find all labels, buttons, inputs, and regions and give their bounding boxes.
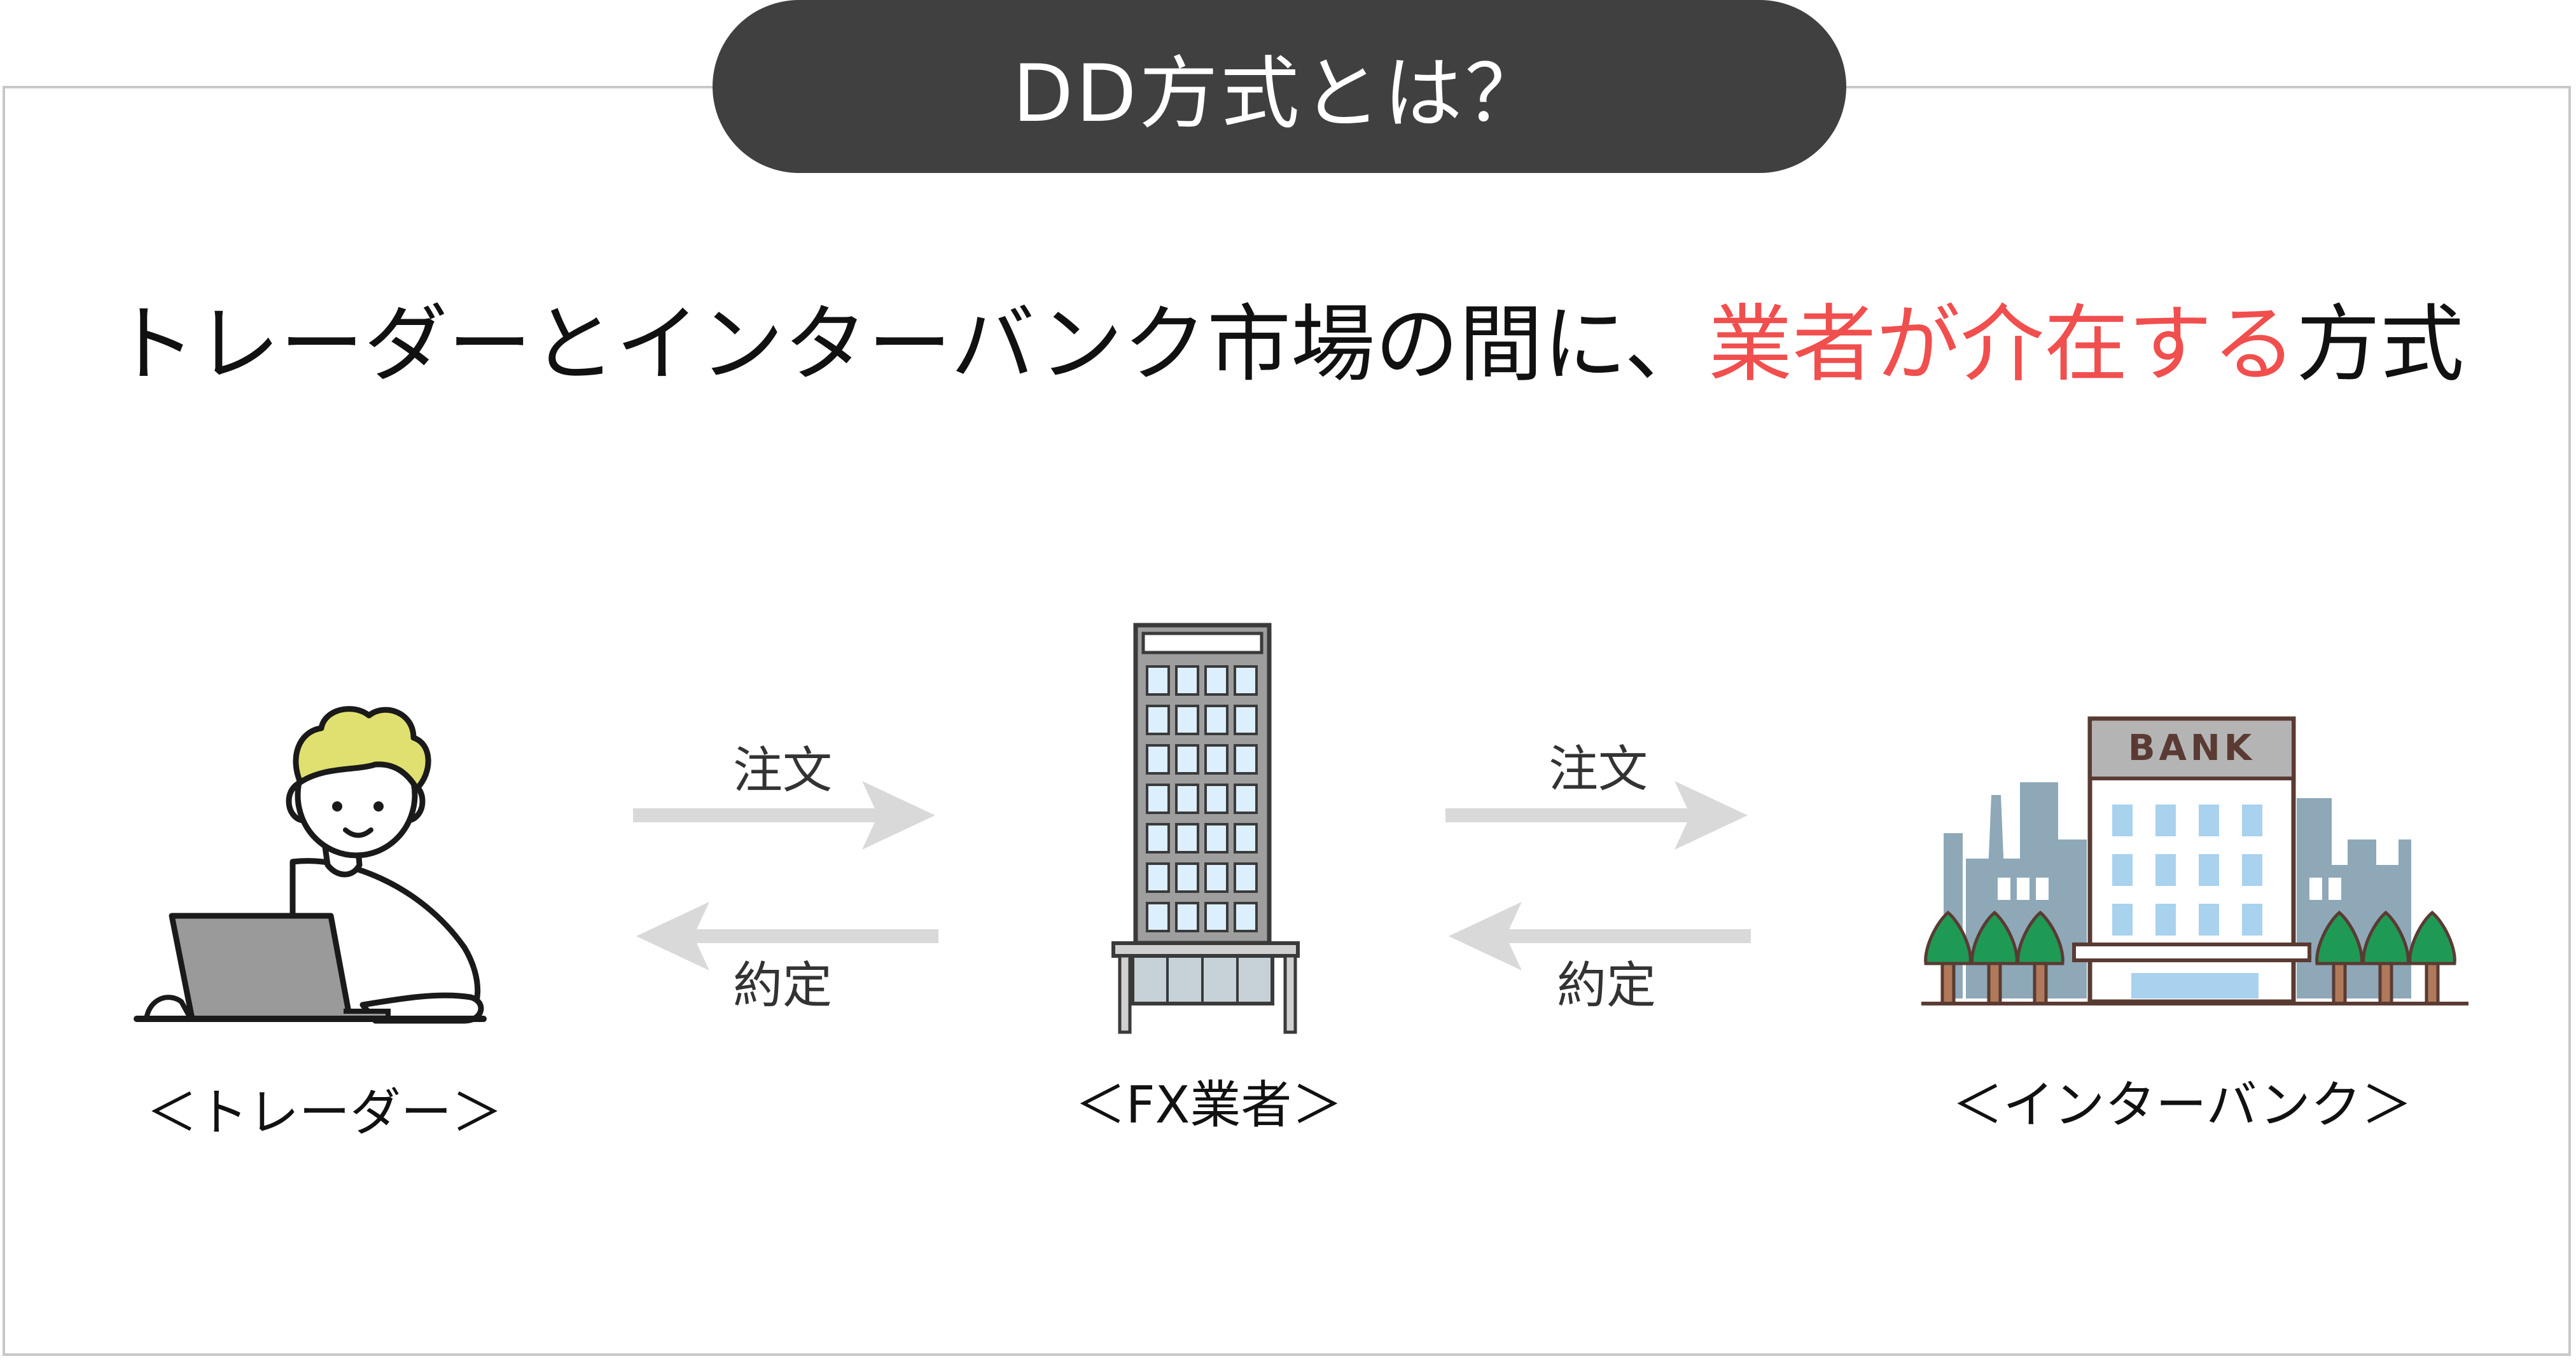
tower-window	[1234, 823, 1258, 853]
tower-window	[1146, 744, 1170, 775]
bank-window	[2199, 904, 2219, 936]
tower-pillar	[1118, 954, 1132, 1034]
page-title: DD方式とは？	[1012, 48, 1547, 140]
bank-building-icon: BANK	[1921, 716, 2468, 1005]
tower-window	[1234, 744, 1258, 775]
tower-window	[1175, 862, 1199, 893]
bank-window	[2199, 854, 2219, 886]
execution-arrow-right	[1449, 902, 1751, 971]
tower-window	[1146, 784, 1170, 814]
bank-window	[2242, 805, 2262, 836]
bank-window	[2112, 854, 2133, 886]
bank-window	[2242, 854, 2262, 886]
tower-window	[1146, 823, 1170, 853]
subtitle-highlight: 業者が介在する	[1708, 295, 2297, 394]
tower-window	[1234, 862, 1258, 893]
tower-window	[1175, 784, 1199, 814]
tree-icon	[1924, 910, 1972, 1005]
tower-window	[1146, 862, 1170, 893]
execution-label-right: 約定	[1556, 957, 1656, 1014]
tower-window	[1175, 902, 1199, 932]
tower-window	[1175, 744, 1199, 775]
tower-window	[1146, 665, 1170, 696]
tower-window	[1204, 705, 1229, 735]
execution-arrow-left	[636, 902, 938, 971]
tree-icon	[2315, 910, 2364, 1005]
tower-window	[1234, 902, 1258, 932]
tree-icon	[2016, 910, 2064, 1005]
subtitle-text: トレーダーとインターバンク市場の間に、	[111, 295, 1709, 394]
order-arrow-right	[1445, 781, 1748, 850]
order-label-left: 注文	[732, 742, 832, 799]
tree-icon	[1970, 910, 2019, 1005]
bank-window	[2199, 805, 2219, 836]
tower-window	[1146, 902, 1170, 932]
office-tower-icon	[1111, 623, 1300, 1034]
order-arrow-left	[633, 781, 935, 850]
tower-window	[1204, 665, 1229, 696]
tower-window	[1234, 665, 1258, 696]
subtitle: トレーダーとインターバンク市場の間に、業者が介在する方式	[0, 273, 2576, 401]
order-label-right: 注文	[1548, 741, 1648, 798]
bank-sign: BANK	[2128, 728, 2255, 769]
tower-window	[1204, 902, 1229, 932]
tower-pillar	[1283, 954, 1297, 1034]
tower-window	[1204, 862, 1229, 893]
trader-with-laptop-icon	[134, 706, 487, 1024]
bank-window	[2155, 904, 2176, 936]
tower-window	[1234, 705, 1258, 735]
subtitle-suffix: 方式	[2296, 295, 2465, 394]
broker-label: ＜FX業者＞	[1075, 1075, 1343, 1135]
bank-window	[2242, 904, 2262, 936]
tower-window	[1204, 744, 1229, 775]
title-banner: DD方式とは？	[713, 0, 1846, 173]
bank-window	[2155, 854, 2176, 886]
tower-roof	[1141, 632, 1264, 654]
tower-window	[1175, 705, 1199, 735]
tower-window	[1204, 784, 1229, 814]
bank-window	[2155, 805, 2176, 836]
tree-icon	[2408, 910, 2456, 1005]
trader-label: ＜トレーダー＞	[146, 1083, 503, 1142]
tower-window	[1234, 784, 1258, 814]
tower-window	[1204, 823, 1229, 853]
bank-window	[2112, 904, 2133, 936]
execution-label-left: 約定	[732, 957, 832, 1014]
tower-window	[1175, 665, 1199, 696]
tower-window	[1175, 823, 1199, 853]
interbank-label: ＜インターバンク＞	[1952, 1075, 2412, 1135]
tree-icon	[2362, 910, 2410, 1005]
bank-window	[2112, 805, 2133, 836]
tower-window	[1146, 705, 1170, 735]
